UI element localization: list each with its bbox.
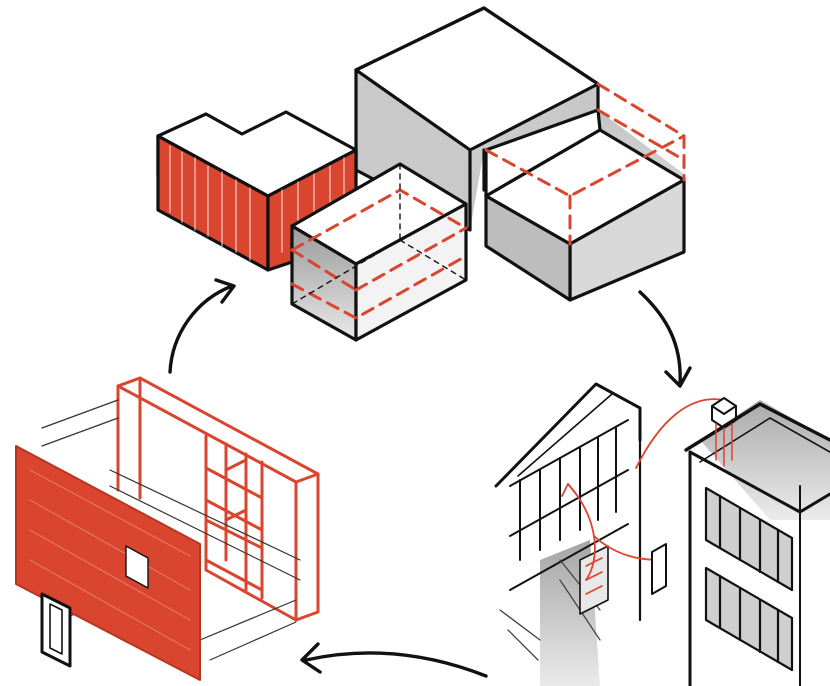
wall-assembly-icon	[16, 378, 318, 680]
building-facade-icon	[496, 384, 830, 686]
massing-blocks-icon	[158, 8, 684, 340]
cycle-arrow-icon	[170, 280, 234, 372]
cycle-arrow-icon	[640, 292, 690, 386]
cycle-arrow-icon	[302, 644, 486, 676]
